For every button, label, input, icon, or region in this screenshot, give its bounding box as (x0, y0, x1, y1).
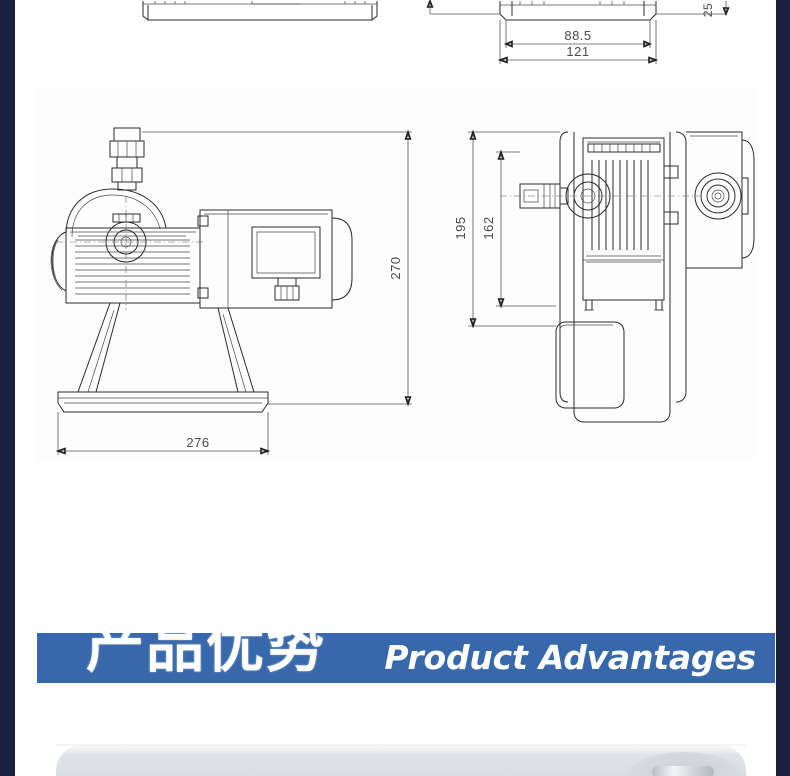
banner-bar (37, 633, 775, 683)
dim-195: 195 (453, 216, 468, 239)
product-photo (612, 752, 762, 776)
page-frame-left (0, 0, 15, 776)
dim-121: 121 (566, 44, 589, 59)
dim-162: 162 (481, 216, 496, 239)
white-spacer (15, 686, 775, 746)
product-card-shadow (56, 744, 746, 746)
dim-25: 25 (701, 3, 715, 17)
banner-title-en: Product Advantages (384, 638, 756, 677)
dim-270: 270 (388, 256, 403, 279)
page-frame-right (776, 0, 790, 776)
product-cap (652, 766, 714, 776)
view-top-right: 88.5 121 25 (426, 0, 730, 64)
dim-276: 276 (186, 435, 209, 450)
view-front-elevation: 195 162 (453, 129, 755, 423)
dim-88-5: 88.5 (564, 28, 591, 43)
view-side-elevation: 270 276 (50, 127, 412, 455)
technical-drawing-svg: 88.5 121 25 (50, 0, 755, 455)
section-banner: 产品优势 Product Advantages (0, 617, 790, 685)
banner-title-cn: 产品优势 (86, 612, 327, 680)
product-card-highlight (56, 745, 746, 755)
view-top-left (142, 1, 378, 21)
